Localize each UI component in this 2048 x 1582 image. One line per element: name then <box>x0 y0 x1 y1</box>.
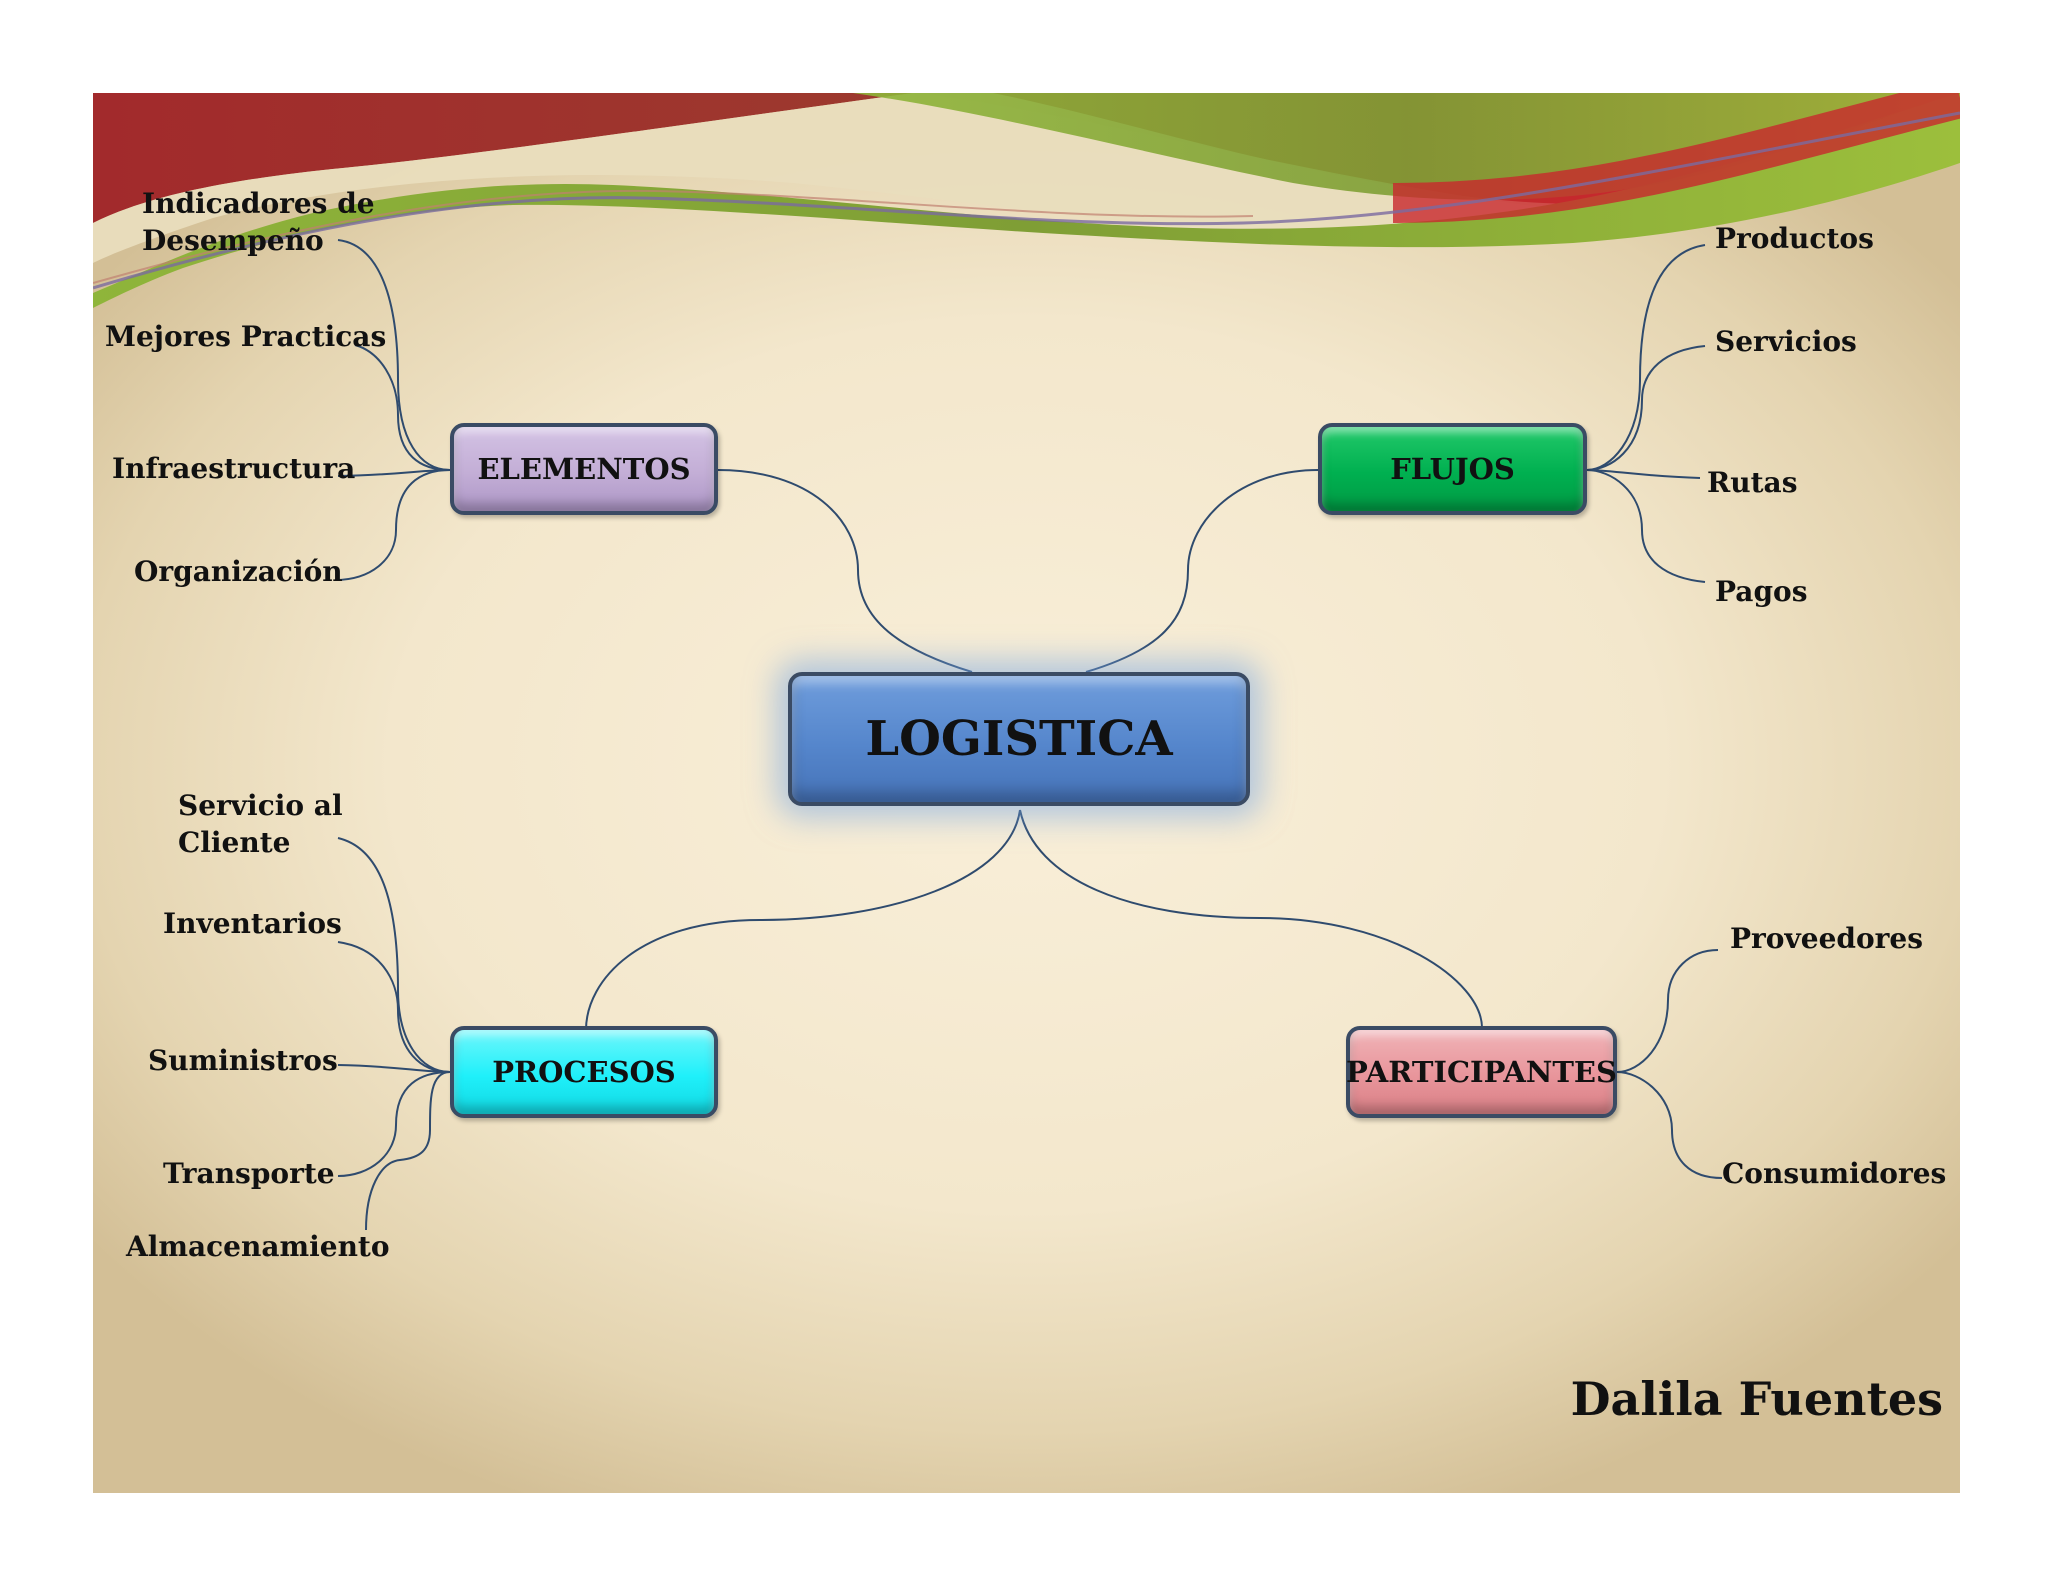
leaf-indicadores: Indicadores de Desempeño <box>142 187 375 257</box>
node-elementos: ELEMENTOS <box>450 423 718 515</box>
leaf-suministros: Suministros <box>148 1044 338 1077</box>
node-participantes-label: PARTICIPANTES <box>1346 1055 1617 1089</box>
author-name: Dalila Fuentes <box>1570 1372 1943 1426</box>
node-flujos-label: FLUJOS <box>1390 452 1515 486</box>
banner-thin-line <box>93 111 1960 290</box>
center-node: LOGISTICA <box>788 672 1250 806</box>
leaf-productos: Productos <box>1715 222 1874 255</box>
leaf-servicio-cliente: Servicio al Cliente <box>178 789 343 859</box>
center-label: LOGISTICA <box>865 711 1173 767</box>
node-participantes: PARTICIPANTES <box>1346 1026 1617 1118</box>
leaf-servicios: Servicios <box>1715 325 1857 358</box>
leaf-inventarios: Inventarios <box>163 907 342 940</box>
leaf-almacenamiento: Almacenamiento <box>126 1230 390 1263</box>
node-elementos-label: ELEMENTOS <box>477 452 691 486</box>
node-flujos: FLUJOS <box>1318 423 1587 515</box>
leaf-mejores-practicas: Mejores Practicas <box>105 320 387 353</box>
decorative-banner <box>93 93 1960 308</box>
node-procesos: PROCESOS <box>450 1026 718 1118</box>
leaf-proveedores: Proveedores <box>1730 922 1923 955</box>
leaf-transporte: Transporte <box>163 1157 335 1190</box>
leaf-consumidores: Consumidores <box>1722 1157 1947 1190</box>
leaf-pagos: Pagos <box>1715 575 1808 608</box>
leaf-organizacion: Organización <box>134 555 343 588</box>
leaf-infraestructura: Infraestructura <box>112 452 356 485</box>
leaf-rutas: Rutas <box>1707 466 1798 499</box>
node-procesos-label: PROCESOS <box>492 1055 676 1089</box>
